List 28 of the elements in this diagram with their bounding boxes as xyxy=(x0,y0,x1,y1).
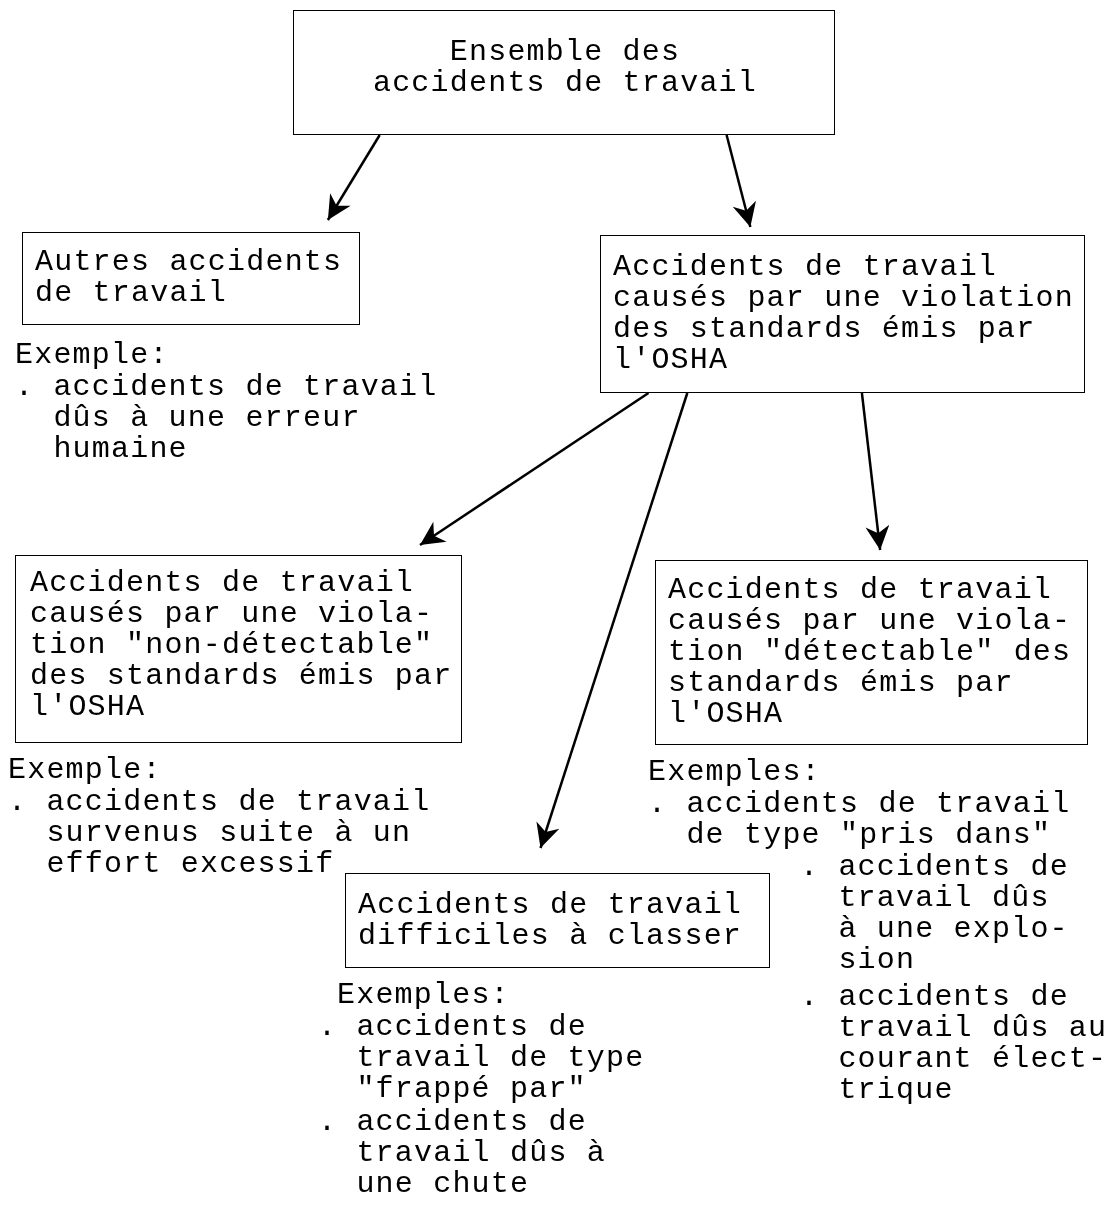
example-item: . accidents de travail dûs à une chute xyxy=(318,1107,608,1200)
example-item: . accidents de travail dûs à une explo- sion xyxy=(800,852,1070,976)
arrow xyxy=(536,392,689,849)
example-item: . accidents de travail survenus suite à un effort excessif xyxy=(8,787,432,880)
arrow xyxy=(326,134,381,221)
arrow xyxy=(860,392,890,551)
category-label: Accidents de travail causés par une viola- tion "détectable" des standards émis par l'OSHA xyxy=(668,575,1073,730)
example-heading: Exemple: xyxy=(15,340,170,371)
arrow xyxy=(419,391,650,547)
category-label: Autres accidents de travail xyxy=(35,247,344,309)
example-item: . accidents de travail dûs à une erreur humaine xyxy=(15,372,439,465)
category-box xyxy=(22,232,360,325)
example-heading: Exemple: xyxy=(8,755,163,786)
example-item: . accidents de travail de type "pris dans" xyxy=(648,789,1072,851)
category-box xyxy=(655,560,1088,745)
category-box xyxy=(293,10,835,135)
example-heading: Exemples: xyxy=(337,980,511,1011)
category-label: Accidents de travail causés par une violation des standards émis par l'OSHA xyxy=(613,252,1075,376)
arrow xyxy=(725,134,756,228)
example-heading: Exemples: xyxy=(648,757,822,788)
category-label: Accidents de travail difficiles à classer xyxy=(358,890,744,952)
category-box xyxy=(600,235,1085,393)
example-item: . accidents de travail dûs au courant élect- trique xyxy=(800,982,1109,1106)
category-box xyxy=(15,555,462,743)
example-item: . accidents de travail de type "frappé par" xyxy=(318,1012,646,1105)
category-label: Accidents de travail causés par une viola- tion "non-détectable" des standards émis par l'OSHA xyxy=(30,568,454,723)
category-box xyxy=(345,873,770,968)
category-label: Ensemble des accidents de travail xyxy=(371,37,759,99)
